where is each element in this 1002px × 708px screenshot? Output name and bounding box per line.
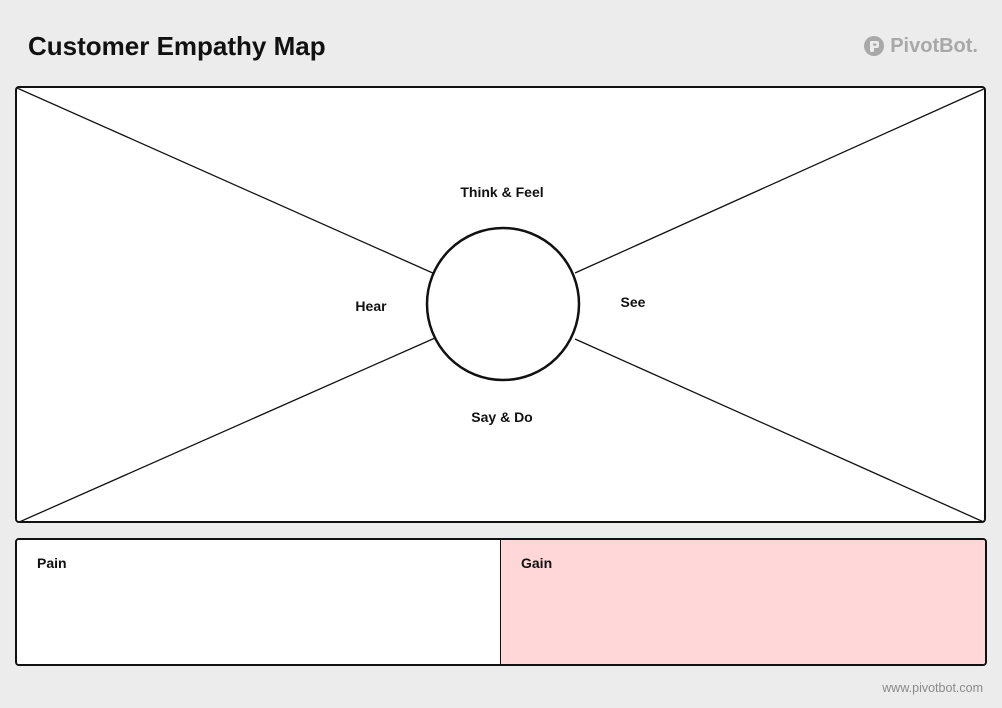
pain-gain-row: Pain Gain <box>15 538 987 666</box>
think-feel-label: Think & Feel <box>460 184 544 200</box>
say-do-label: Say & Do <box>471 409 533 425</box>
hear-label: Hear <box>355 298 387 314</box>
diagonal-top-left <box>17 88 436 275</box>
brand-logo: PivotBot. <box>863 33 978 59</box>
brand-name: PivotBot. <box>890 35 978 57</box>
pivotbot-logo-icon <box>864 36 885 56</box>
diagonal-bottom-right <box>574 338 984 521</box>
pain-label: Pain <box>37 555 67 571</box>
pain-panel: Pain <box>17 540 501 664</box>
gain-panel: Gain <box>501 540 985 664</box>
footer-url: www.pivotbot.com <box>882 681 983 695</box>
page-title: Customer Empathy Map <box>28 31 326 61</box>
see-label: See <box>620 294 646 310</box>
empathy-map-lines <box>17 88 984 521</box>
diagonal-bottom-left <box>19 337 436 521</box>
gain-label: Gain <box>521 555 553 571</box>
diagonal-top-right <box>574 88 984 274</box>
persona-circle <box>425 226 581 382</box>
empathy-map-canvas: Think & Feel Hear See Say & Do <box>15 86 986 523</box>
